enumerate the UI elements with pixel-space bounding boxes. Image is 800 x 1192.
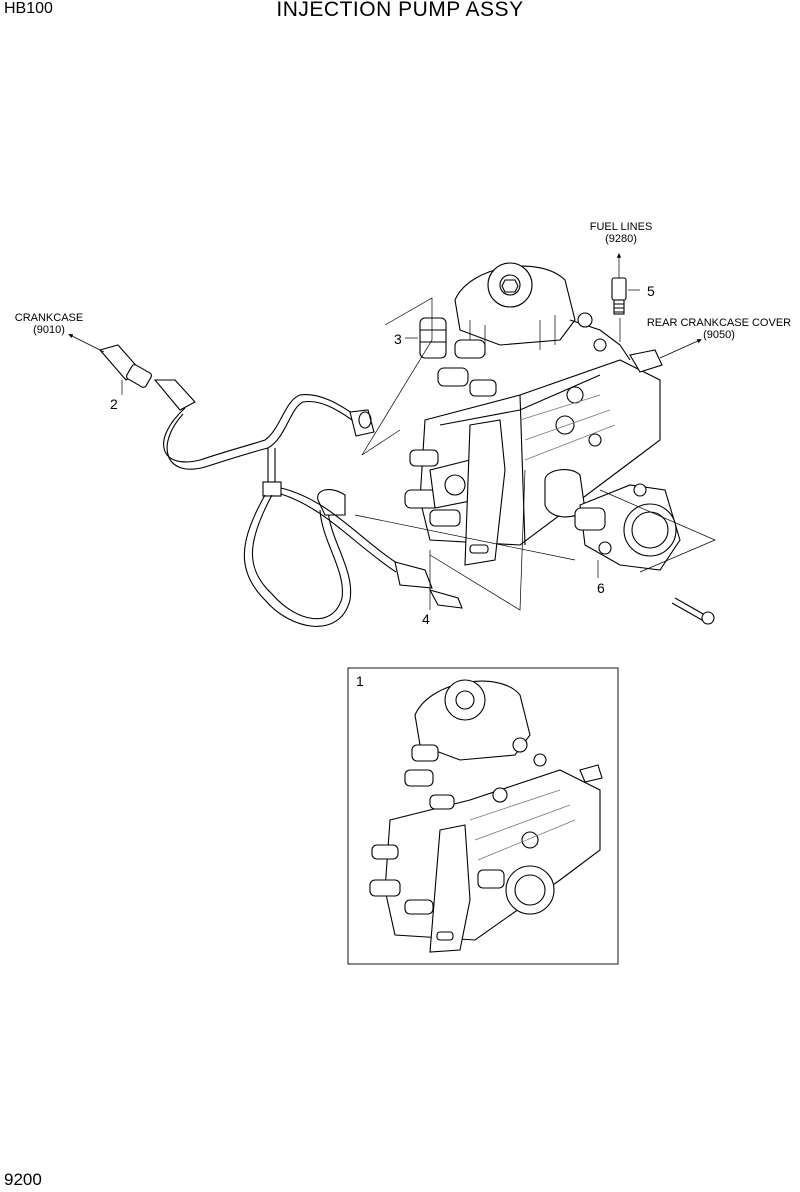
page-number: 9200 [4,1170,42,1189]
sensor-part-2 [99,344,196,411]
callout-1: 1 [356,673,364,689]
callout-2: 2 [110,396,118,412]
rear-crankcase-cover-name: REAR CRANKCASE COVER [646,317,792,329]
fuel-lines-reference: FUEL LINES (9280) [583,221,659,245]
inset-frame [347,667,619,965]
pump-unit-part-6 [574,483,715,625]
leader-lines [68,252,716,611]
injection-pump-assembly-inset [369,679,603,953]
callout-3: 3 [394,331,402,347]
crankcase-code: (9010) [33,324,65,336]
callout-6: 6 [597,580,605,596]
injection-pump-main [404,262,663,566]
fuel-lines-name: FUEL LINES [589,221,653,233]
crankcase-name: CRANKCASE [14,312,84,324]
model-label: HB100 [4,0,53,17]
rear-crankcase-cover-code: (9050) [703,329,735,341]
fitting-part-3 [419,317,447,359]
callout-4: 4 [422,611,430,627]
wiring-harness-part-4 [163,394,463,627]
callout-5: 5 [647,283,655,299]
fuel-lines-code: (9280) [605,233,637,245]
fitting-part-5 [611,277,627,315]
crankcase-reference: CRANKCASE (9010) [8,312,90,336]
page-title: INJECTION PUMP ASSY [276,0,524,21]
rear-crankcase-cover-reference: REAR CRANKCASE COVER (9050) [640,317,798,341]
